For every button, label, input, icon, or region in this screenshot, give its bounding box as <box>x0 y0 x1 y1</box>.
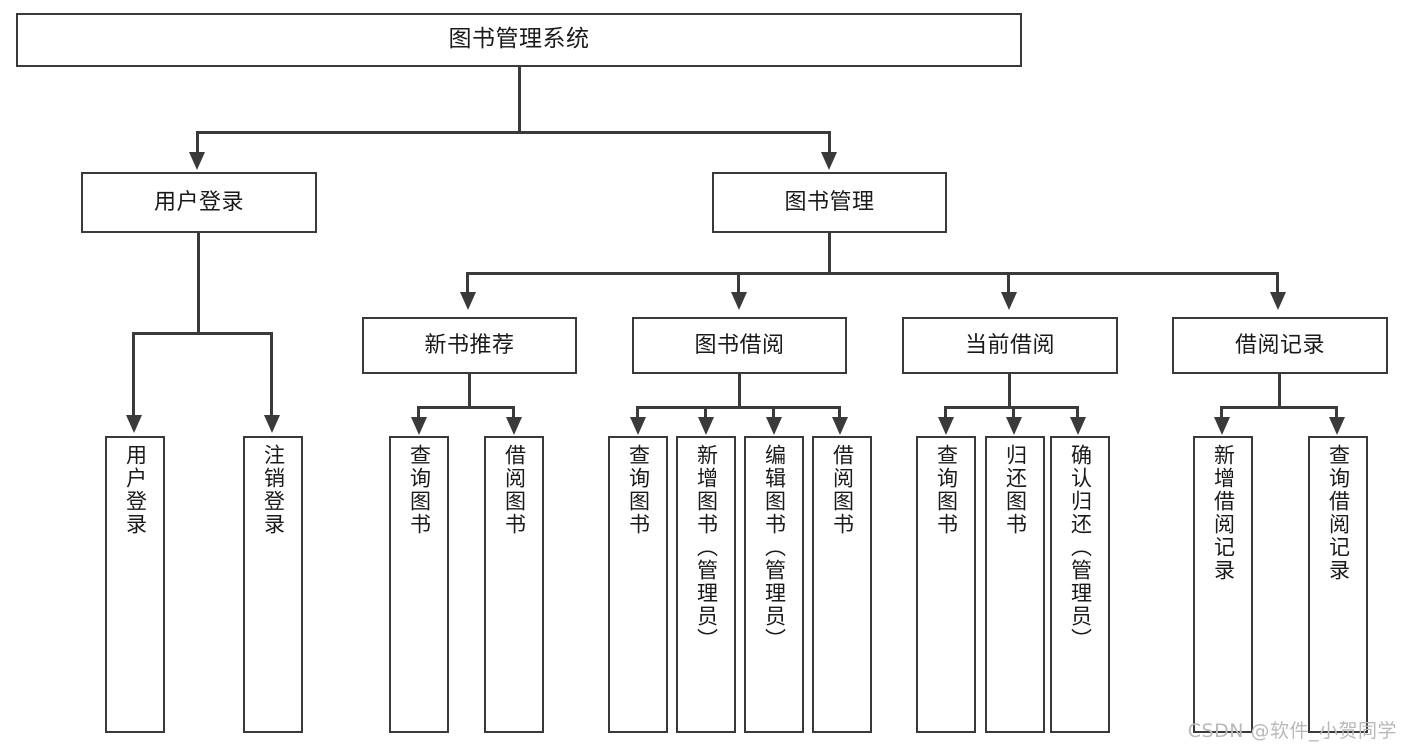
arrow-book-borrow-leaf-4 <box>832 417 848 435</box>
csdn-watermark: CSDN @软件_小贺同学 <box>1187 720 1397 742</box>
node-label: 查询图书 <box>934 444 959 536</box>
connector-current-borrow-drop-2 <box>1012 406 1015 419</box>
connector-book-manage-drop-4 <box>1276 272 1279 294</box>
node-user-login[interactable]: 用户登录 <box>81 172 317 233</box>
connector-book-manage-bus <box>466 272 1279 275</box>
leaf-query-book-borrow[interactable]: 查询图书 <box>608 436 668 733</box>
node-label: 查询图书 <box>407 444 432 536</box>
arrow-new-book-leaf-2 <box>506 417 522 435</box>
connector-root-bus <box>196 131 831 134</box>
connector-book-borrow-drop-1 <box>636 406 639 419</box>
connector-book-manage-drop-2 <box>737 272 740 294</box>
arrow-book-manage-to-borrow-record <box>1270 292 1286 310</box>
node-label: 图书管理 <box>784 189 875 215</box>
connector-book-manage-stem <box>828 232 831 274</box>
arrow-current-borrow-leaf-3 <box>1070 417 1086 435</box>
node-label: 确认归还（管理员） <box>1068 444 1093 651</box>
connector-new-book-drop-1 <box>417 406 420 419</box>
node-label: 新增借阅记录 <box>1211 444 1236 582</box>
arrow-user-login-leaf-1 <box>126 415 142 433</box>
leaf-add-book[interactable]: 新增图书（管理员） <box>676 436 736 733</box>
arrow-root-to-user-login <box>189 152 205 170</box>
node-label: 归还图书 <box>1003 444 1028 536</box>
node-root-book-management-system[interactable]: 图书管理系统 <box>16 13 1022 67</box>
node-label: 查询图书 <box>626 444 651 536</box>
node-label: 借阅记录 <box>1234 332 1325 358</box>
node-label: 借阅图书 <box>830 444 855 536</box>
connector-user-login-stem <box>197 232 200 334</box>
connector-current-borrow-drop-1 <box>944 406 947 419</box>
arrow-book-manage-to-book-borrow <box>731 292 747 310</box>
node-label: 借阅图书 <box>502 444 527 536</box>
node-borrow-record[interactable]: 借阅记录 <box>1172 317 1388 374</box>
node-new-book-recommend[interactable]: 新书推荐 <box>362 317 577 374</box>
connector-book-manage-drop-1 <box>466 272 469 294</box>
connector-new-book-drop-2 <box>512 406 515 419</box>
leaf-confirm-return[interactable]: 确认归还（管理员） <box>1050 436 1110 733</box>
leaf-query-book-current[interactable]: 查询图书 <box>916 436 976 733</box>
arrow-book-manage-to-current-borrow <box>1001 292 1017 310</box>
leaf-borrow-book-recommend[interactable]: 借阅图书 <box>484 436 544 733</box>
leaf-borrow-book[interactable]: 借阅图书 <box>812 436 872 733</box>
connector-current-borrow-bus <box>944 406 1078 409</box>
node-current-borrow[interactable]: 当前借阅 <box>902 317 1118 374</box>
connector-user-login-drop-1 <box>132 332 135 417</box>
leaf-edit-book[interactable]: 编辑图书（管理员） <box>744 436 804 733</box>
arrow-current-borrow-leaf-1 <box>938 417 954 435</box>
node-label: 用户登录 <box>153 189 244 215</box>
node-label: 编辑图书（管理员） <box>762 444 787 651</box>
connector-borrow-record-drop-1 <box>1220 406 1223 419</box>
connector-current-borrow-drop-3 <box>1076 406 1079 419</box>
node-book-borrow[interactable]: 图书借阅 <box>632 317 847 374</box>
connector-book-borrow-stem <box>738 373 741 408</box>
connector-book-borrow-drop-3 <box>772 406 775 419</box>
arrow-borrow-record-leaf-2 <box>1329 417 1345 435</box>
leaf-add-borrow-record[interactable]: 新增借阅记录 <box>1193 436 1253 733</box>
node-label: 用户登录 <box>123 444 148 536</box>
arrow-book-borrow-leaf-2 <box>698 417 714 435</box>
leaf-query-borrow-record[interactable]: 查询借阅记录 <box>1308 436 1368 733</box>
node-label: 新增图书（管理员） <box>694 444 719 651</box>
connector-root-to-user-login <box>196 131 199 153</box>
arrow-user-login-leaf-2 <box>264 415 280 433</box>
arrow-new-book-leaf-1 <box>411 417 427 435</box>
node-label: 图书借阅 <box>694 332 785 358</box>
connector-book-borrow-bus <box>636 406 840 409</box>
connector-borrow-record-drop-2 <box>1335 406 1338 419</box>
arrow-current-borrow-leaf-2 <box>1006 417 1022 435</box>
connector-book-borrow-drop-4 <box>838 406 841 419</box>
leaf-query-book-recommend[interactable]: 查询图书 <box>389 436 449 733</box>
connector-book-borrow-drop-2 <box>704 406 707 419</box>
connector-root-stem <box>518 66 521 133</box>
connector-borrow-record-stem <box>1278 373 1281 408</box>
leaf-user-login[interactable]: 用户登录 <box>105 436 165 733</box>
arrow-book-borrow-leaf-3 <box>766 417 782 435</box>
arrow-book-borrow-leaf-1 <box>630 417 646 435</box>
connector-root-to-book-manage <box>828 131 831 153</box>
leaf-return-book[interactable]: 归还图书 <box>985 436 1045 733</box>
connector-current-borrow-stem <box>1008 373 1011 408</box>
node-label: 新书推荐 <box>424 332 515 358</box>
node-label: 注销登录 <box>261 444 286 536</box>
node-label: 查询借阅记录 <box>1326 444 1351 582</box>
connector-user-login-drop-2 <box>270 332 273 417</box>
arrow-book-manage-to-new-book <box>460 292 476 310</box>
connector-new-book-bus <box>417 406 515 409</box>
node-label: 当前借阅 <box>964 332 1055 358</box>
connector-borrow-record-bus <box>1220 406 1338 409</box>
node-book-manage[interactable]: 图书管理 <box>712 172 947 233</box>
connector-user-login-bus <box>132 332 273 335</box>
leaf-logout-login[interactable]: 注销登录 <box>243 436 303 733</box>
node-label: 图书管理系统 <box>448 26 590 53</box>
connector-book-manage-drop-3 <box>1007 272 1010 294</box>
connector-new-book-stem <box>468 373 471 408</box>
arrow-root-to-book-manage <box>821 152 837 170</box>
arrow-borrow-record-leaf-1 <box>1214 417 1230 435</box>
